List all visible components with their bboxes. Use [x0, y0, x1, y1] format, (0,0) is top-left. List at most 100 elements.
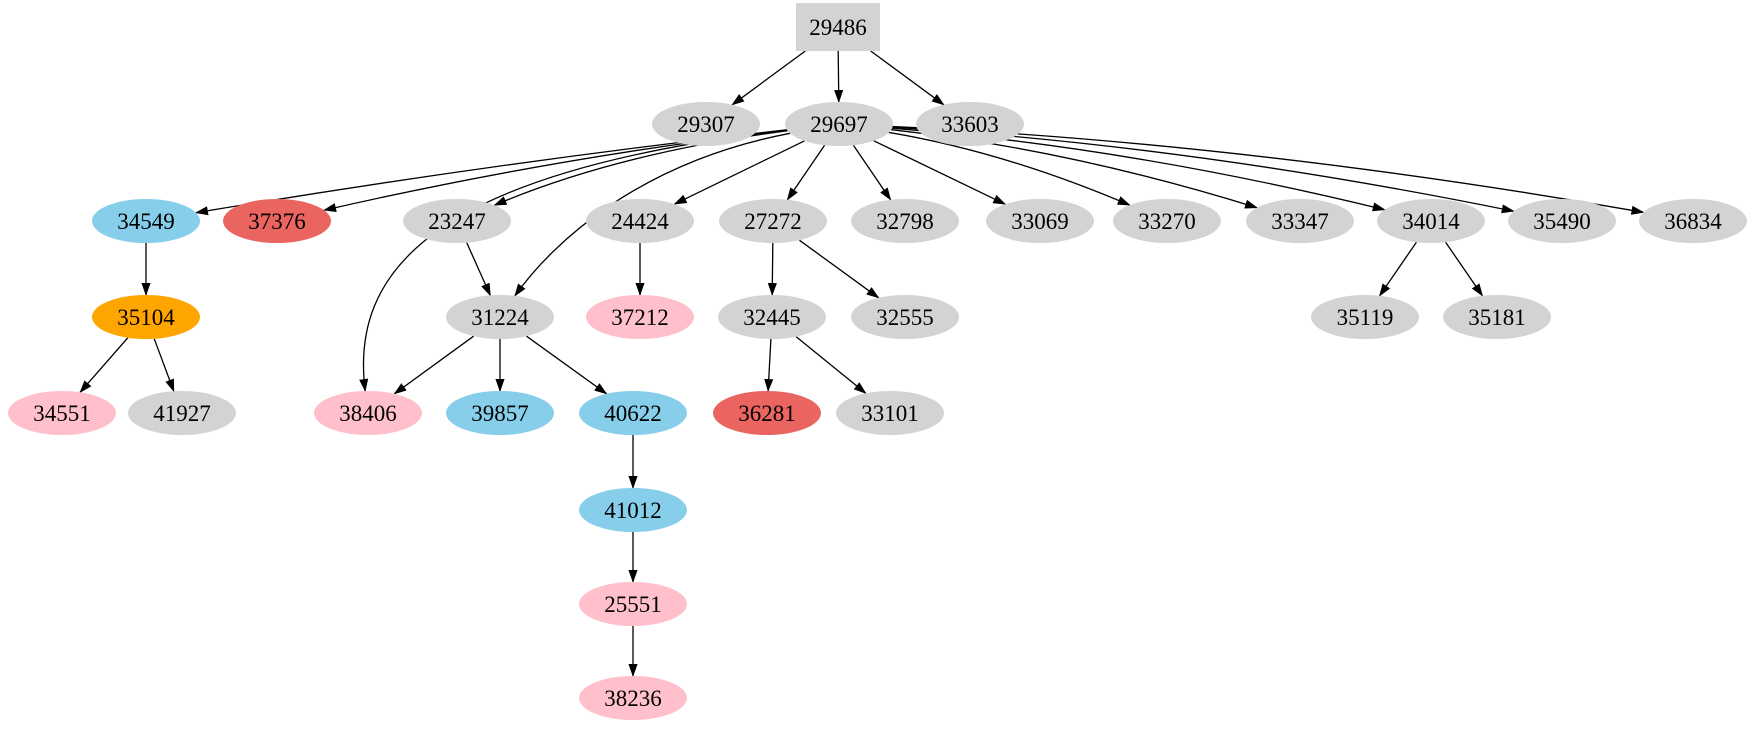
node-label: 38406	[339, 401, 397, 426]
node-label: 36281	[738, 401, 796, 426]
node-shape	[713, 391, 821, 435]
node-label: 34551	[33, 401, 91, 426]
node-label: 32555	[876, 305, 934, 330]
node-label: 32445	[743, 305, 801, 330]
edge-35104-34551	[79, 337, 129, 394]
node-shape	[446, 295, 554, 339]
edge-29697-38406	[359, 129, 788, 393]
node-shape	[579, 582, 687, 626]
node-label: 27272	[744, 209, 802, 234]
edge-27272-32555	[799, 239, 880, 299]
edge-35104-41927	[153, 338, 175, 393]
node-label: 37212	[611, 305, 669, 330]
node-label: 29697	[810, 112, 868, 137]
node-shape	[128, 391, 236, 435]
edge-29697-24424	[673, 140, 805, 205]
node-label: 33101	[861, 401, 919, 426]
node-39857: 39857	[446, 391, 554, 435]
node-label: 33347	[1271, 209, 1329, 234]
node-label: 41012	[604, 498, 662, 523]
node-shape	[652, 102, 760, 146]
node-shape	[916, 102, 1024, 146]
node-label: 35181	[1468, 305, 1526, 330]
node-shape	[718, 295, 826, 339]
node-31224: 31224	[446, 295, 554, 339]
node-36281: 36281	[713, 391, 821, 435]
node-label: 35490	[1533, 209, 1591, 234]
node-33603: 33603	[916, 102, 1024, 146]
node-label: 40622	[604, 401, 662, 426]
node-32555: 32555	[851, 295, 959, 339]
node-27272: 27272	[719, 199, 827, 243]
node-29307: 29307	[652, 102, 760, 146]
node-label: 39857	[471, 401, 529, 426]
node-label: 33069	[1011, 209, 1069, 234]
node-shape	[1246, 199, 1354, 243]
node-label: 36834	[1664, 209, 1722, 234]
edge-32445-36281	[764, 338, 774, 393]
node-34549: 34549	[92, 199, 200, 243]
edge-29486-29307	[731, 50, 806, 106]
edge-31224-38406	[393, 335, 474, 395]
node-label: 33270	[1138, 209, 1196, 234]
node-41927: 41927	[128, 391, 236, 435]
node-33101: 33101	[836, 391, 944, 435]
node-shape	[586, 295, 694, 339]
node-shape	[8, 391, 116, 435]
node-29697: 29697	[785, 102, 893, 146]
node-shape	[851, 199, 959, 243]
node-33270: 33270	[1113, 199, 1221, 243]
edge-27272-32445	[767, 242, 777, 297]
node-shape	[796, 3, 880, 51]
node-41012: 41012	[579, 488, 687, 532]
node-label: 34549	[117, 209, 175, 234]
node-label: 29486	[809, 15, 867, 40]
node-shape	[403, 199, 511, 243]
node-shape	[1443, 295, 1551, 339]
node-shape	[579, 488, 687, 532]
node-33069: 33069	[986, 199, 1094, 243]
node-shape	[1508, 199, 1616, 243]
node-35181: 35181	[1443, 295, 1551, 339]
node-33347: 33347	[1246, 199, 1354, 243]
node-35119: 35119	[1311, 295, 1419, 339]
edge-29697-33270	[888, 131, 1131, 206]
node-shape	[314, 391, 422, 435]
node-label: 32798	[876, 209, 934, 234]
edge-29486-29697	[834, 50, 844, 104]
node-29486: 29486	[796, 3, 880, 51]
node-shape	[586, 199, 694, 243]
node-shape	[785, 102, 893, 146]
node-label: 24424	[611, 209, 669, 234]
node-shape	[446, 391, 554, 435]
node-label: 35119	[1337, 305, 1394, 330]
node-shape	[986, 199, 1094, 243]
node-label: 29307	[677, 112, 735, 137]
edge-34014-35119	[1379, 241, 1417, 297]
node-shape	[1377, 199, 1485, 243]
edge-29697-27272	[786, 144, 826, 201]
node-label: 35104	[117, 305, 175, 330]
edge-29697-33069	[873, 140, 1007, 205]
node-40622: 40622	[579, 391, 687, 435]
node-32445: 32445	[718, 295, 826, 339]
node-label: 25551	[604, 592, 662, 617]
node-shape	[223, 199, 331, 243]
node-38406: 38406	[314, 391, 422, 435]
node-36834: 36834	[1639, 199, 1747, 243]
node-shape	[92, 199, 200, 243]
node-shape	[719, 199, 827, 243]
node-shape	[836, 391, 944, 435]
edge-34014-35181	[1445, 241, 1483, 297]
edge-29697-23247	[493, 130, 788, 206]
edge-32445-33101	[795, 336, 867, 394]
node-label: 23247	[428, 209, 486, 234]
node-34551: 34551	[8, 391, 116, 435]
node-35490: 35490	[1508, 199, 1616, 243]
edge-29486-33603	[870, 50, 945, 106]
node-23247: 23247	[403, 199, 511, 243]
edges-layer	[79, 50, 1645, 678]
node-shape	[579, 391, 687, 435]
node-label: 34014	[1402, 209, 1460, 234]
